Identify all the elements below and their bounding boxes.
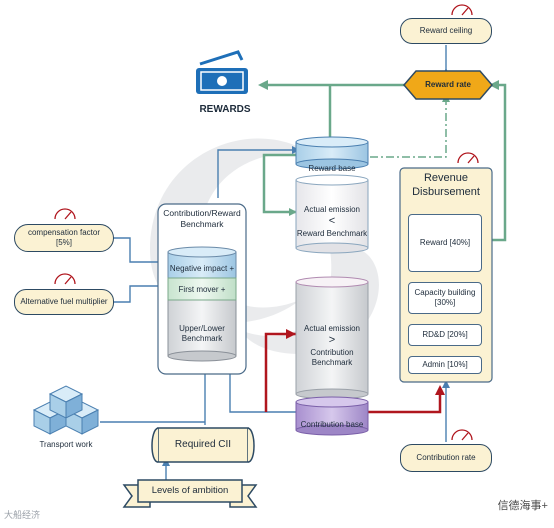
- contribution-compare-line1: Actual emission: [303, 324, 361, 334]
- benchmark-title-line1: Contribution/Reward: [163, 208, 241, 218]
- gauge-icon: [451, 4, 473, 16]
- watermark-right: 信德海事+: [497, 500, 548, 512]
- contribution-compare-line2: Contribution Benchmark: [310, 347, 354, 367]
- revenue-item-capacity: Capacity building [30%]: [408, 282, 482, 314]
- money-icon: [196, 50, 248, 94]
- compensation-factor-box: compensation factor [5%]: [14, 224, 114, 252]
- contribution-compare-symbol: >: [328, 334, 336, 347]
- required-cii-scroll: [151, 427, 255, 463]
- gauge-icon: [54, 208, 76, 220]
- revenue-title-line1: Revenue: [423, 172, 469, 184]
- line-benchmark-to-reward-base: [217, 149, 296, 198]
- arrow-reward-loop: [262, 153, 296, 214]
- revenue-title: Revenue Disbursement: [404, 172, 488, 200]
- contribution-rate-box: Contribution rate: [400, 444, 492, 472]
- reward-compare-cylinder: [295, 174, 369, 254]
- benchmark-layer-first-mover: First mover +: [178, 285, 226, 294]
- gauge-icon: [54, 273, 76, 285]
- compensation-line2: [5%]: [55, 238, 72, 247]
- reward-rate-label: Reward rate: [425, 80, 471, 89]
- reward-compare-text: Actual emission < Reward Benchmark: [296, 200, 368, 244]
- revenue-item-admin: Admin [10%]: [408, 356, 482, 374]
- gauge-icon: [457, 152, 479, 164]
- contribution-base-cylinder: [295, 396, 369, 436]
- benchmark-cylinder: [167, 246, 237, 362]
- reward-ceiling-label: Reward ceiling: [419, 26, 473, 35]
- contribution-base-label: Contribution base: [300, 420, 364, 429]
- fuel-multiplier-box: Alternative fuel multiplier: [14, 289, 114, 315]
- benchmark-title-line2: Benchmark: [180, 218, 224, 229]
- rewards-label: REWARDS: [199, 104, 251, 115]
- contribution-compare-cylinder: [295, 276, 369, 400]
- revenue-container: [399, 167, 493, 383]
- ambition-label: Levels of ambition: [151, 485, 229, 497]
- revenue-item-reward: Reward [40%]: [408, 214, 482, 272]
- reward-compare-line2: Reward Benchmark: [296, 228, 368, 238]
- reward-base-cylinder: [295, 136, 369, 170]
- required-cii-label: Required CII: [174, 438, 232, 450]
- transport-work-label: Transport work: [39, 440, 93, 449]
- reward-base-label: Reward base: [308, 164, 356, 173]
- reward-ceiling-box: Reward ceiling: [400, 18, 492, 44]
- reward-compare-line1: Actual emission: [303, 205, 361, 215]
- compensation-line1: compensation factor: [27, 228, 101, 237]
- gauge-icon: [451, 429, 473, 441]
- ambition-ribbon: [122, 479, 258, 508]
- contribution-rate-label: Contribution rate: [416, 453, 476, 462]
- red-arrow-base-to-revenue: [368, 392, 442, 414]
- cubes-icon: [32, 385, 100, 435]
- benchmark-layer-negative: Negative impact +: [169, 264, 235, 273]
- watermark-left: 大船经济: [4, 510, 41, 520]
- benchmark-layer-upper-lower: Upper/Lower Benchmark: [179, 324, 225, 343]
- reward-rate-hexagon: [403, 70, 493, 100]
- dashdot-base-to-rate: [370, 98, 447, 158]
- revenue-item-label: RD&D [20%]: [422, 330, 468, 339]
- fuel-label: Alternative fuel multiplier: [20, 297, 108, 306]
- revenue-title-line2: Disbursement: [412, 185, 480, 198]
- reward-compare-symbol: <: [328, 215, 336, 228]
- revenue-item-label: Reward [40%]: [419, 238, 471, 247]
- contribution-compare-text: Actual emission > Contribution Benchmark: [296, 318, 368, 374]
- benchmark-title: Contribution/Reward Benchmark: [158, 208, 246, 229]
- line-benchmark-to-contribution-base: [229, 372, 296, 413]
- revenue-item-rdd: RD&D [20%]: [408, 324, 482, 346]
- line-fuel: [112, 285, 166, 303]
- revenue-item-label: Capacity building [30%]: [414, 288, 476, 307]
- line-compensation: [112, 237, 166, 263]
- revenue-item-label: Admin [10%]: [422, 360, 468, 369]
